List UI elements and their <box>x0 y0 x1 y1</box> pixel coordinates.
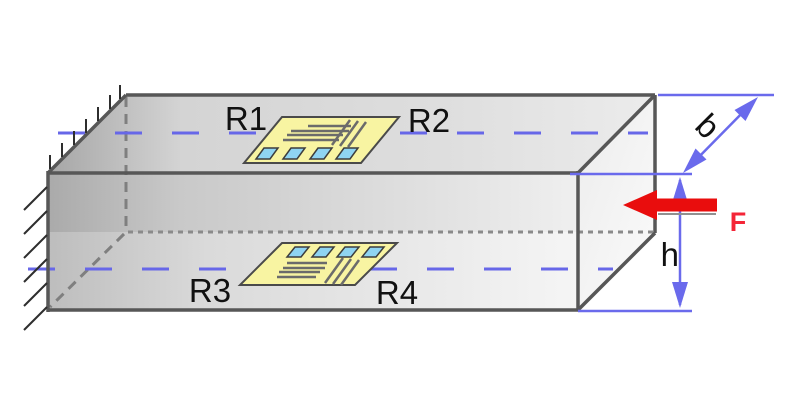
dimension-b-arrowhead-lower <box>683 148 707 173</box>
gauge-grid <box>277 257 361 286</box>
gauge-grid-line <box>331 258 353 285</box>
gauge-label-r2: R2 <box>408 102 450 139</box>
gauge-pads <box>254 147 360 160</box>
beam-edges <box>46 93 657 312</box>
gauge-label-r3: R3 <box>189 272 231 309</box>
gauge-grid-line <box>346 121 368 148</box>
wall-hatching <box>23 85 121 331</box>
hatch-mark <box>23 186 48 211</box>
dimension-h-arrowhead-bottom <box>672 282 688 308</box>
gauge-label-r1: R1 <box>225 100 267 137</box>
gauge-pad <box>285 246 311 258</box>
gauge-grid-line <box>338 120 360 147</box>
gauge-grid-line <box>330 119 352 146</box>
gauge-pad <box>335 246 361 258</box>
edge-top-left-diagonal <box>46 93 128 175</box>
hatch-mark <box>23 282 48 307</box>
beam-front-face-upper <box>48 173 578 232</box>
gauge-pad <box>281 147 307 160</box>
beam-end-face <box>578 95 655 310</box>
gauge-label-r4: R4 <box>376 274 418 311</box>
edge-bottom-right-diagonal <box>576 231 657 312</box>
dimension-b-arrowhead-upper <box>734 97 758 121</box>
gauge-pad <box>360 246 386 258</box>
hatch-mark <box>23 210 48 235</box>
strain-gauge-top <box>241 116 402 164</box>
gauge-pad <box>254 147 280 160</box>
hatch-mark <box>23 234 48 259</box>
gauge-pad <box>308 147 334 160</box>
hatch-mark <box>23 258 48 283</box>
force-arrow-group: F <box>623 190 746 237</box>
force-label: F <box>730 207 747 237</box>
force-arrow <box>623 190 717 220</box>
gauge-pad <box>310 246 336 258</box>
gauge-grid-line <box>339 259 361 286</box>
gauge-grid-line <box>323 257 345 284</box>
dimension-h-label: h <box>661 236 679 273</box>
gauge-pad <box>334 147 360 160</box>
edge-top-right-diagonal <box>576 93 657 175</box>
hatch-mark <box>23 306 48 331</box>
gauge-pads <box>285 246 386 258</box>
dimension-h-arrowhead-top <box>672 177 688 203</box>
gauge-grid <box>283 119 368 148</box>
gauge-labels: R1 R2 R3 R4 <box>189 100 450 311</box>
strain-gauge-bottom <box>237 242 400 286</box>
